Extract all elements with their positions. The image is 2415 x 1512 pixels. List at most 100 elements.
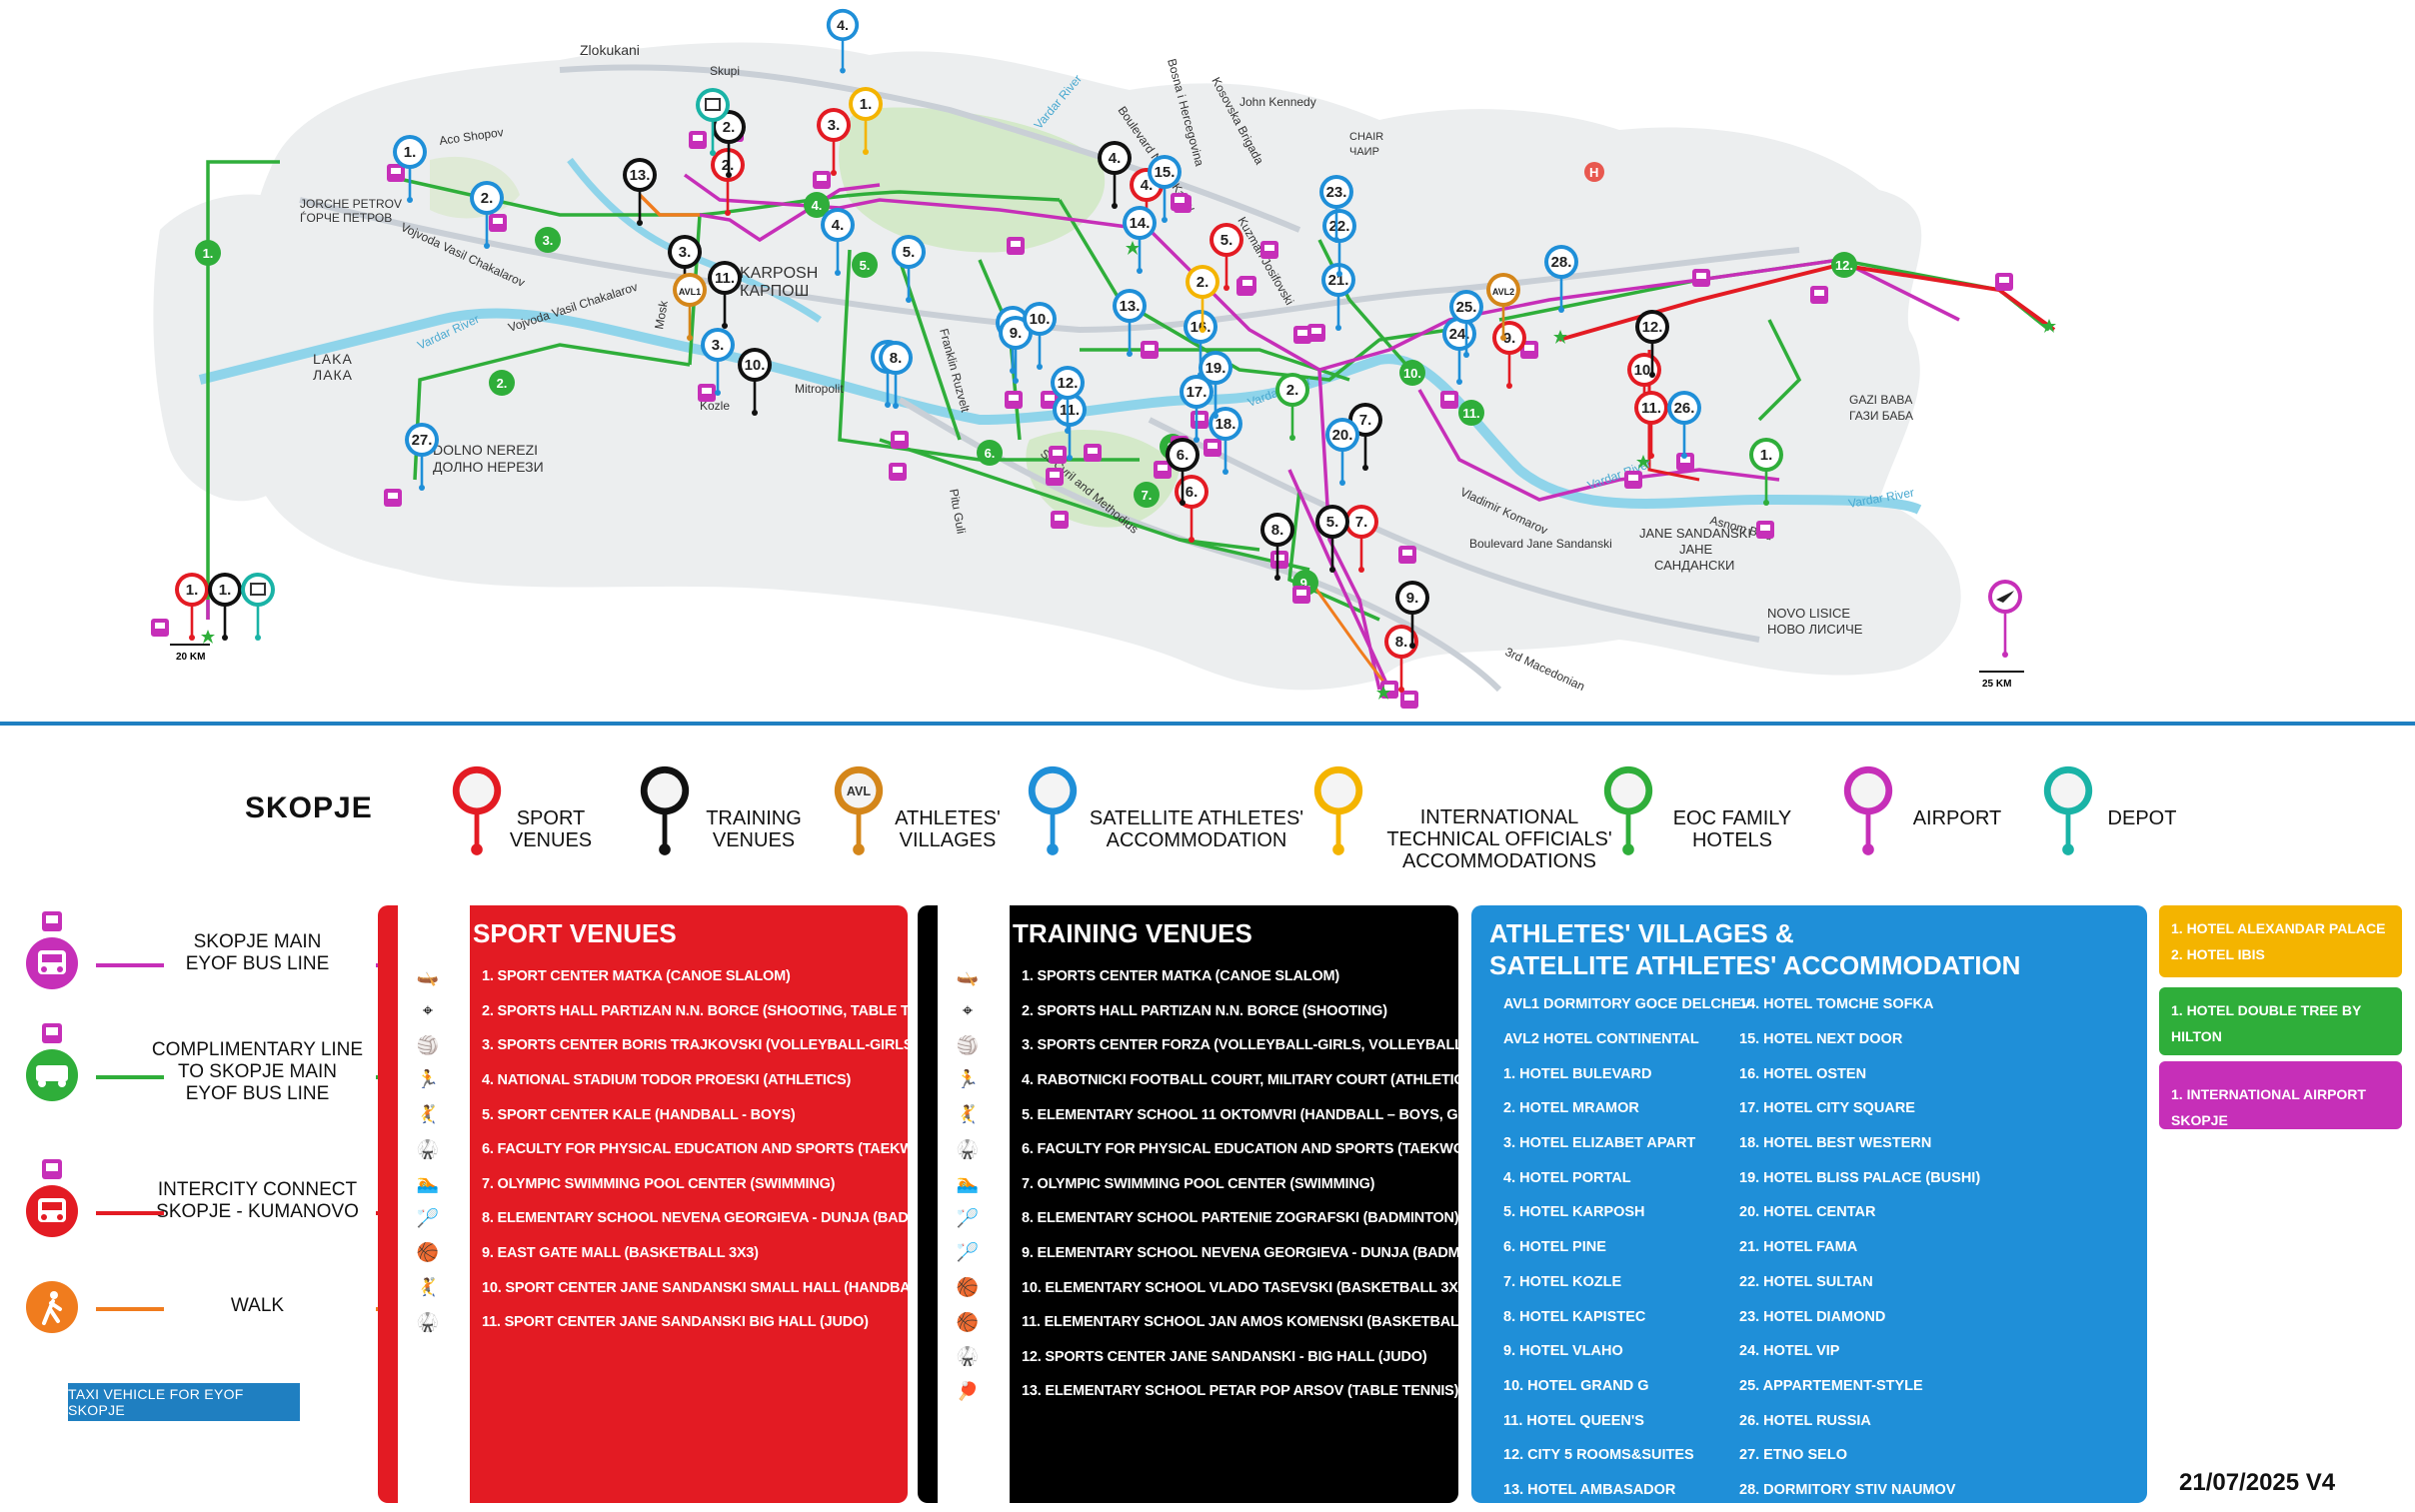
pin-label: 15. xyxy=(1155,164,1176,181)
bus-stop-icon[interactable] xyxy=(1692,269,1710,287)
map-pin[interactable]: 10. xyxy=(738,348,772,416)
map-pin[interactable]: 11. xyxy=(708,261,742,329)
map-pin[interactable]: 16. xyxy=(1184,310,1217,378)
bus-stop-icon[interactable] xyxy=(889,463,907,481)
map-pin[interactable]: 25. xyxy=(1449,290,1483,358)
bus-stop-icon[interactable] xyxy=(1204,439,1221,457)
depot-icon[interactable] xyxy=(241,573,275,641)
map-pin[interactable]: 1. xyxy=(1749,438,1783,506)
map-pin[interactable]: 10. xyxy=(1023,302,1057,370)
map-pin[interactable]: 12. xyxy=(1635,310,1669,378)
map-pin[interactable]: 5. xyxy=(1315,505,1349,573)
bus-stop-icon[interactable] xyxy=(1141,341,1159,359)
map-pin[interactable]: 23. xyxy=(1319,175,1353,243)
taxi-label[interactable]: TAXI VEHICLE FOR EYOF SKOPJE xyxy=(68,1383,300,1421)
map-pin[interactable]: AVL1 xyxy=(673,273,707,341)
bus-stop-icon[interactable] xyxy=(1046,468,1064,486)
map-pin[interactable]: 1. xyxy=(849,87,883,155)
swimming-icon: 🏊 xyxy=(956,1173,980,1194)
map-pin[interactable]: 15. xyxy=(1148,155,1182,223)
map-pin[interactable]: 3. xyxy=(817,108,851,176)
map-pin[interactable]: 5. xyxy=(892,235,926,303)
bus-stop-icon[interactable] xyxy=(1154,461,1172,479)
bus-stop-icon[interactable] xyxy=(1260,241,1278,259)
map-pin[interactable]: 20. xyxy=(1325,418,1359,486)
map-pin[interactable]: 2. xyxy=(470,181,504,249)
map-pin[interactable]: 4. xyxy=(1098,141,1132,209)
map-pin[interactable]: 9. xyxy=(1395,581,1429,649)
map-pin[interactable]: 4. xyxy=(826,8,860,74)
pin-label: 3. xyxy=(712,337,725,354)
map-pin[interactable]: 1. xyxy=(208,573,242,641)
depot-icon[interactable] xyxy=(696,88,730,156)
map-pin[interactable]: 2. xyxy=(1186,265,1219,333)
bus-stop-icon[interactable] xyxy=(813,171,831,189)
bus-stop-icon[interactable] xyxy=(891,431,909,449)
map-pin[interactable]: 13. xyxy=(623,158,657,226)
bus-stop-icon[interactable] xyxy=(1191,411,1208,429)
pin-label: 10. xyxy=(745,357,766,374)
officials-item: 2. HOTEL IBIS xyxy=(2171,946,2265,962)
map-pin[interactable]: 1. xyxy=(393,135,427,203)
bus-stop-icon[interactable] xyxy=(1005,391,1023,409)
bus-stop-icon[interactable] xyxy=(489,214,507,232)
bus-stop-icon[interactable] xyxy=(1292,586,1310,604)
map-pin[interactable]: 26. xyxy=(1667,391,1701,459)
map-pin[interactable]: 11. xyxy=(1053,393,1087,461)
map-pin[interactable]: 27. xyxy=(405,423,439,491)
bus-stop-icon[interactable] xyxy=(1307,324,1325,342)
map-pin[interactable]: 19. xyxy=(1199,351,1232,419)
bus-stop-icon[interactable] xyxy=(698,384,716,402)
bus-stop-icon[interactable] xyxy=(1238,276,1256,294)
bus-stop-icon[interactable] xyxy=(689,131,707,149)
map-pin[interactable]: 4. xyxy=(821,208,855,276)
bus-stop-icon[interactable] xyxy=(1270,551,1288,569)
map-pin[interactable]: 17. xyxy=(1180,375,1213,443)
map-pin[interactable]: 11. xyxy=(1634,391,1668,459)
hotel-item: 17. HOTEL CITY SQUARE xyxy=(1739,1100,1915,1117)
training-icon-column xyxy=(938,905,1010,1503)
map-pin[interactable]: 2. xyxy=(712,110,746,178)
bus-stop-icon[interactable] xyxy=(384,489,402,507)
airport-box: 1. INTERNATIONAL AIRPORT SKOPJE xyxy=(2159,1061,2402,1129)
bus-stop-icon[interactable] xyxy=(1171,193,1189,211)
city-map[interactable]: Zlokukani JORCHE PETROV ЃОРЧЕ ПЕТРОВ Aco… xyxy=(0,0,2415,710)
map-pin[interactable]: 14. xyxy=(1123,206,1157,274)
map-pin[interactable]: 13. xyxy=(1113,289,1147,357)
map-pin[interactable]: 8. xyxy=(1384,625,1418,693)
bus-stop-icon[interactable] xyxy=(1051,511,1069,529)
bus-stop-icon[interactable] xyxy=(1007,237,1025,255)
map-pin[interactable]: 7. xyxy=(1344,505,1378,573)
bus-stop-icon[interactable] xyxy=(1049,446,1067,464)
map-pin[interactable]: AVL2 xyxy=(1486,273,1520,341)
bus-stop-icon[interactable] xyxy=(1440,391,1458,409)
airport-icon[interactable] xyxy=(1988,580,2022,658)
bus-stop-icon[interactable] xyxy=(1676,453,1694,471)
bus-stop-icon[interactable] xyxy=(1995,273,2013,291)
map-pin[interactable]: 1. xyxy=(175,573,209,641)
map-pin[interactable]: 12. xyxy=(1051,366,1085,434)
map-pin[interactable]: 2. xyxy=(1275,373,1309,441)
map-pin[interactable]: 22. xyxy=(1322,209,1356,277)
map-pin[interactable]: 5. xyxy=(1209,223,1243,291)
map-pin[interactable]: 6. xyxy=(1166,438,1200,506)
map-pin[interactable]: 3. xyxy=(668,235,702,303)
bus-stop-icon[interactable] xyxy=(1084,444,1102,462)
map-pin[interactable]: 8. xyxy=(879,341,913,409)
bus-stop-icon[interactable] xyxy=(151,619,169,637)
map-pin[interactable]: 3. xyxy=(701,328,735,396)
bus-stop-icon[interactable] xyxy=(1398,546,1416,564)
bus-stop-icon[interactable] xyxy=(1624,471,1642,489)
pin-label: 7. xyxy=(1359,412,1372,429)
bus-stop-icon[interactable] xyxy=(1810,286,1828,304)
map-pin[interactable]: 8. xyxy=(1260,513,1294,581)
svg-text:3.: 3. xyxy=(543,233,554,248)
bus-stop-icon[interactable] xyxy=(387,164,405,182)
bus-stop-icon[interactable] xyxy=(1400,691,1418,709)
bus-stop-icon[interactable] xyxy=(1293,326,1311,344)
venue-row: 2. SPORTS HALL PARTIZAN N.N. BORCE (SHOO… xyxy=(1022,1002,1387,1019)
bus-stop-icon[interactable] xyxy=(1756,521,1774,539)
map-pin[interactable]: 21. xyxy=(1321,263,1355,331)
bus-stop-icon[interactable] xyxy=(1520,341,1538,359)
map-pin[interactable]: 28. xyxy=(1544,245,1578,313)
